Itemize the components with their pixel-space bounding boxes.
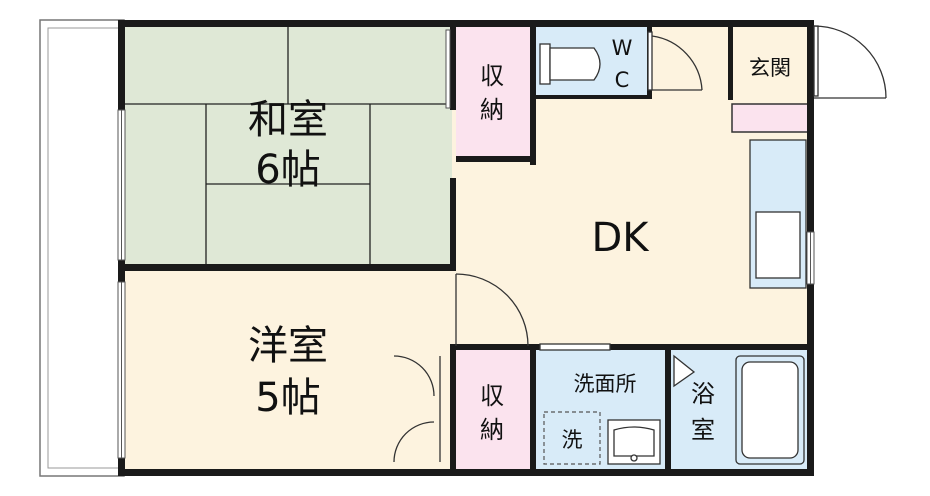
washer-label: 洗: [562, 428, 583, 452]
youshitsu-size: 5帖: [255, 375, 320, 421]
doors: [393, 25, 887, 463]
kitchen-counter: [749, 139, 807, 289]
shuno-lower-floor: [456, 350, 530, 470]
yokushitsu-line1: 浴: [691, 380, 715, 408]
shuno-upper-line2: 納: [480, 96, 504, 124]
youshitsu-label: 洋室: [248, 323, 328, 369]
washitsu-size: 6帖: [255, 147, 320, 193]
tatami-mats: [124, 26, 452, 264]
toilet-fixture: [539, 43, 601, 85]
balcony: [39, 19, 125, 477]
washbasin: [607, 419, 661, 465]
bathtub: [735, 355, 805, 465]
washitsu-label: 和室: [248, 97, 328, 143]
dk-label: DK: [591, 215, 650, 261]
wc-line2: C: [615, 68, 630, 92]
shuno-upper-floor: [456, 26, 530, 160]
shuno-lower-line1: 収: [480, 382, 504, 410]
genkan-floor: [732, 26, 808, 98]
wc-line1: W: [612, 36, 633, 60]
windows: [117, 29, 815, 459]
senmenjo-label: 洗面所: [574, 372, 637, 396]
genkan-step: [731, 103, 809, 133]
shuno-lower-line2: 納: [480, 416, 504, 444]
youshitsu-floor: [124, 270, 452, 470]
genkan-label: 玄関: [749, 56, 791, 80]
dk-floor-top: [652, 26, 732, 98]
yokushitsu-line2: 室: [691, 416, 715, 444]
shuno-upper-line1: 収: [480, 62, 504, 90]
washer-space: [543, 411, 601, 465]
